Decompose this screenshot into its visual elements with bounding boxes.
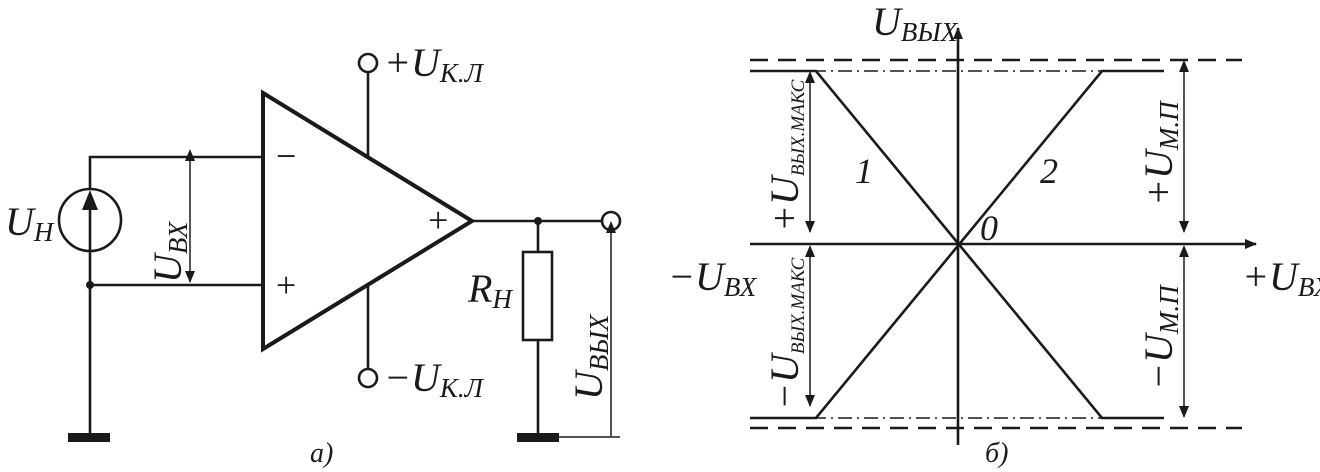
positive-supply-label: +UК.Л: [384, 40, 485, 88]
load-resistor-label: RН: [467, 266, 513, 314]
voltage-source: [57, 187, 123, 253]
noninverting-pin-sign: +: [276, 265, 296, 305]
output-terminal: [600, 210, 622, 232]
x-axis-positive-label: +UВХ: [1242, 254, 1320, 302]
output-max-negative-label: −UВЫХ.МАКС: [762, 257, 809, 410]
supply-positive-label: +UМ.П: [1136, 100, 1184, 206]
junction-dot: [86, 281, 94, 289]
output-voltage-label: UВЫХ: [566, 313, 614, 400]
source-voltage-label: UН: [5, 199, 55, 247]
caption-b: б): [985, 438, 1008, 469]
curve-2-label: 2: [1040, 151, 1058, 191]
ground-symbol: [68, 433, 110, 442]
curve-1-label: 1: [855, 151, 873, 191]
input-voltage-label: UВХ: [145, 220, 193, 283]
load-resistor: [521, 250, 554, 342]
x-axis-negative-label: −UВХ: [668, 254, 758, 302]
negative-supply-terminal: [357, 367, 379, 389]
transfer-characteristic: 1 2 0 UВЫХ −UВХ +UВХ +UВЫХ.МАКС −UВЫХ.МА…: [668, 0, 1320, 469]
circuit-diagram: UН UВХ − + + +UК.Л −UК.Л RН UВЫХ а): [5, 40, 622, 469]
load-ground-symbol: [517, 433, 559, 442]
positive-supply-terminal: [357, 52, 379, 74]
output-max-positive-label: +UВЫХ.МАКС: [762, 79, 809, 232]
output-pin-sign: +: [428, 200, 448, 240]
curve-2-noninverting: [750, 69, 1164, 420]
y-axis-label: UВЫХ: [872, 0, 959, 47]
negative-supply-label: −UК.Л: [384, 355, 485, 403]
caption-a: а): [310, 438, 333, 469]
wire-inverting-input: [88, 155, 263, 190]
supply-negative-label: −UМ.П: [1136, 284, 1184, 390]
origin-label: 0: [980, 208, 998, 248]
inverting-pin-sign: −: [276, 136, 296, 176]
